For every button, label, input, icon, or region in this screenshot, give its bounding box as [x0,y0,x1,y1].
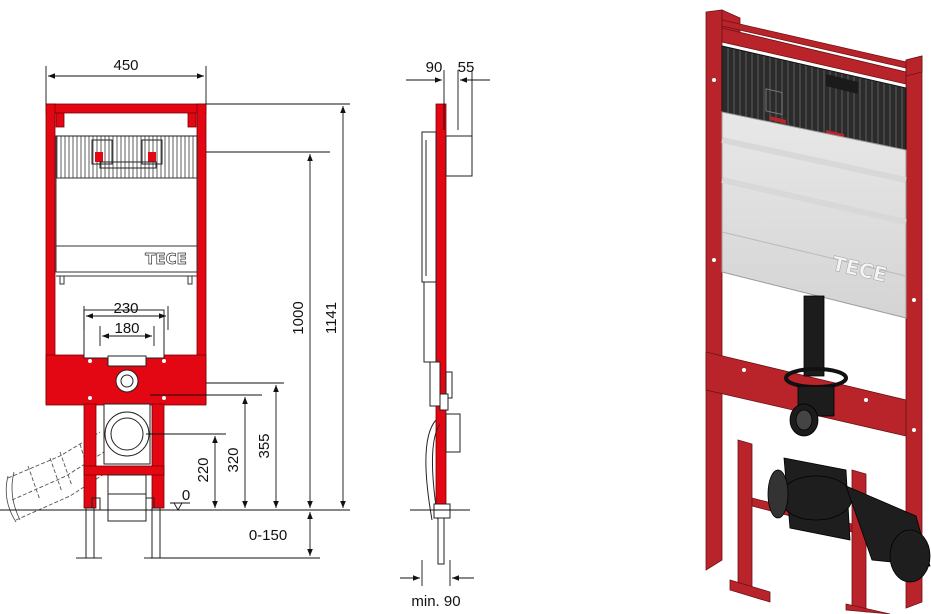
render-cistern [721,45,907,151]
side-frame [435,103,447,505]
cistern-front [55,135,198,179]
dim-1141: 1141 [323,302,340,334]
dim-0-150: 0-150 [249,527,287,544]
dim-320: 320 [225,447,242,472]
dim-min-90: min. 90 [411,593,460,610]
render-flush-pipe [784,295,848,437]
dim-220: 220 [195,457,212,482]
front-board [55,177,198,285]
side-cistern [421,131,473,565]
dim-1000: 1000 [290,301,307,334]
dim-55: 55 [458,59,475,76]
drain-pipe-end-curves [5,471,21,523]
dim-180: 180 [114,320,139,337]
front-logo: TECE [145,250,187,268]
render-view: TECE [705,9,931,614]
render-board [721,111,907,319]
dim-90: 90 [426,59,443,76]
render-drain-bend [767,457,931,583]
side-view: 90 55 min. 90 [400,59,490,610]
zero-level-label: 0 [182,487,190,504]
side-dimension-lines [400,70,490,586]
dim-450: 450 [113,57,138,74]
dim-230: 230 [113,300,138,317]
render-holes [712,78,916,432]
dim-355: 355 [256,433,273,458]
frame-holes [88,359,166,400]
front-view: TECE [0,57,350,559]
front-dimension-lines [0,66,350,559]
